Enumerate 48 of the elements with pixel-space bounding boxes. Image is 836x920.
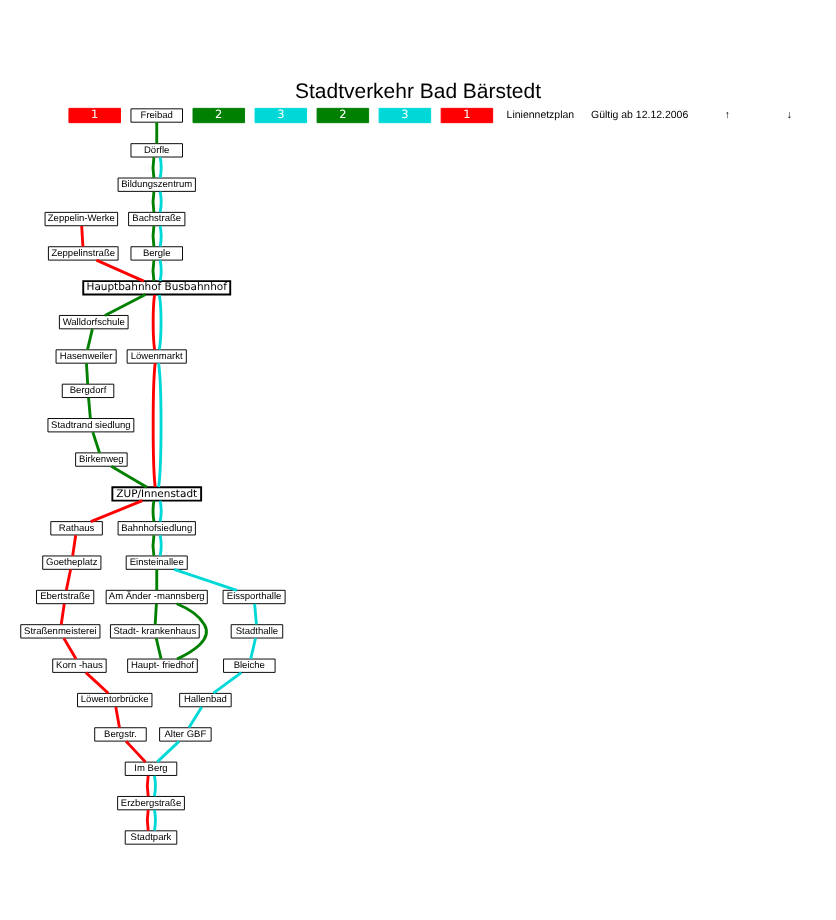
connector [71, 534, 78, 555]
connector [249, 636, 257, 659]
connector [84, 670, 110, 694]
connector [91, 430, 101, 453]
connector [151, 156, 156, 178]
connector [158, 224, 163, 246]
connector [153, 602, 158, 624]
connector [212, 670, 243, 694]
connector [62, 636, 78, 659]
connector [151, 190, 156, 212]
connector [187, 705, 203, 728]
connector [146, 774, 150, 796]
connector [158, 190, 163, 212]
connector [151, 362, 157, 487]
connector [86, 327, 94, 349]
connector [158, 533, 163, 555]
connector [151, 293, 156, 349]
connector [155, 568, 159, 590]
connector [90, 498, 143, 522]
connector [156, 739, 181, 762]
connector [151, 534, 156, 555]
connector [151, 224, 156, 246]
connector [146, 808, 150, 830]
connector [64, 568, 72, 590]
connector [153, 808, 157, 830]
diagram-title: Stadtverkehr Bad Bärstedt [295, 81, 541, 104]
connector [114, 705, 121, 727]
connector [153, 774, 157, 796]
connector [157, 362, 163, 487]
connector [157, 293, 163, 349]
connector [59, 602, 66, 624]
connector [158, 156, 163, 178]
connector [87, 396, 92, 418]
connector [125, 739, 147, 762]
connector [158, 259, 163, 281]
connector [173, 567, 238, 591]
connector [154, 636, 163, 659]
connector [85, 362, 90, 384]
connector [158, 499, 163, 521]
connector [155, 121, 159, 143]
connector [176, 601, 208, 660]
connector [151, 499, 156, 521]
connector [151, 259, 156, 281]
connector [253, 602, 258, 624]
connector [80, 224, 85, 246]
connector [110, 464, 148, 488]
connector [95, 257, 145, 282]
connector [104, 292, 147, 316]
